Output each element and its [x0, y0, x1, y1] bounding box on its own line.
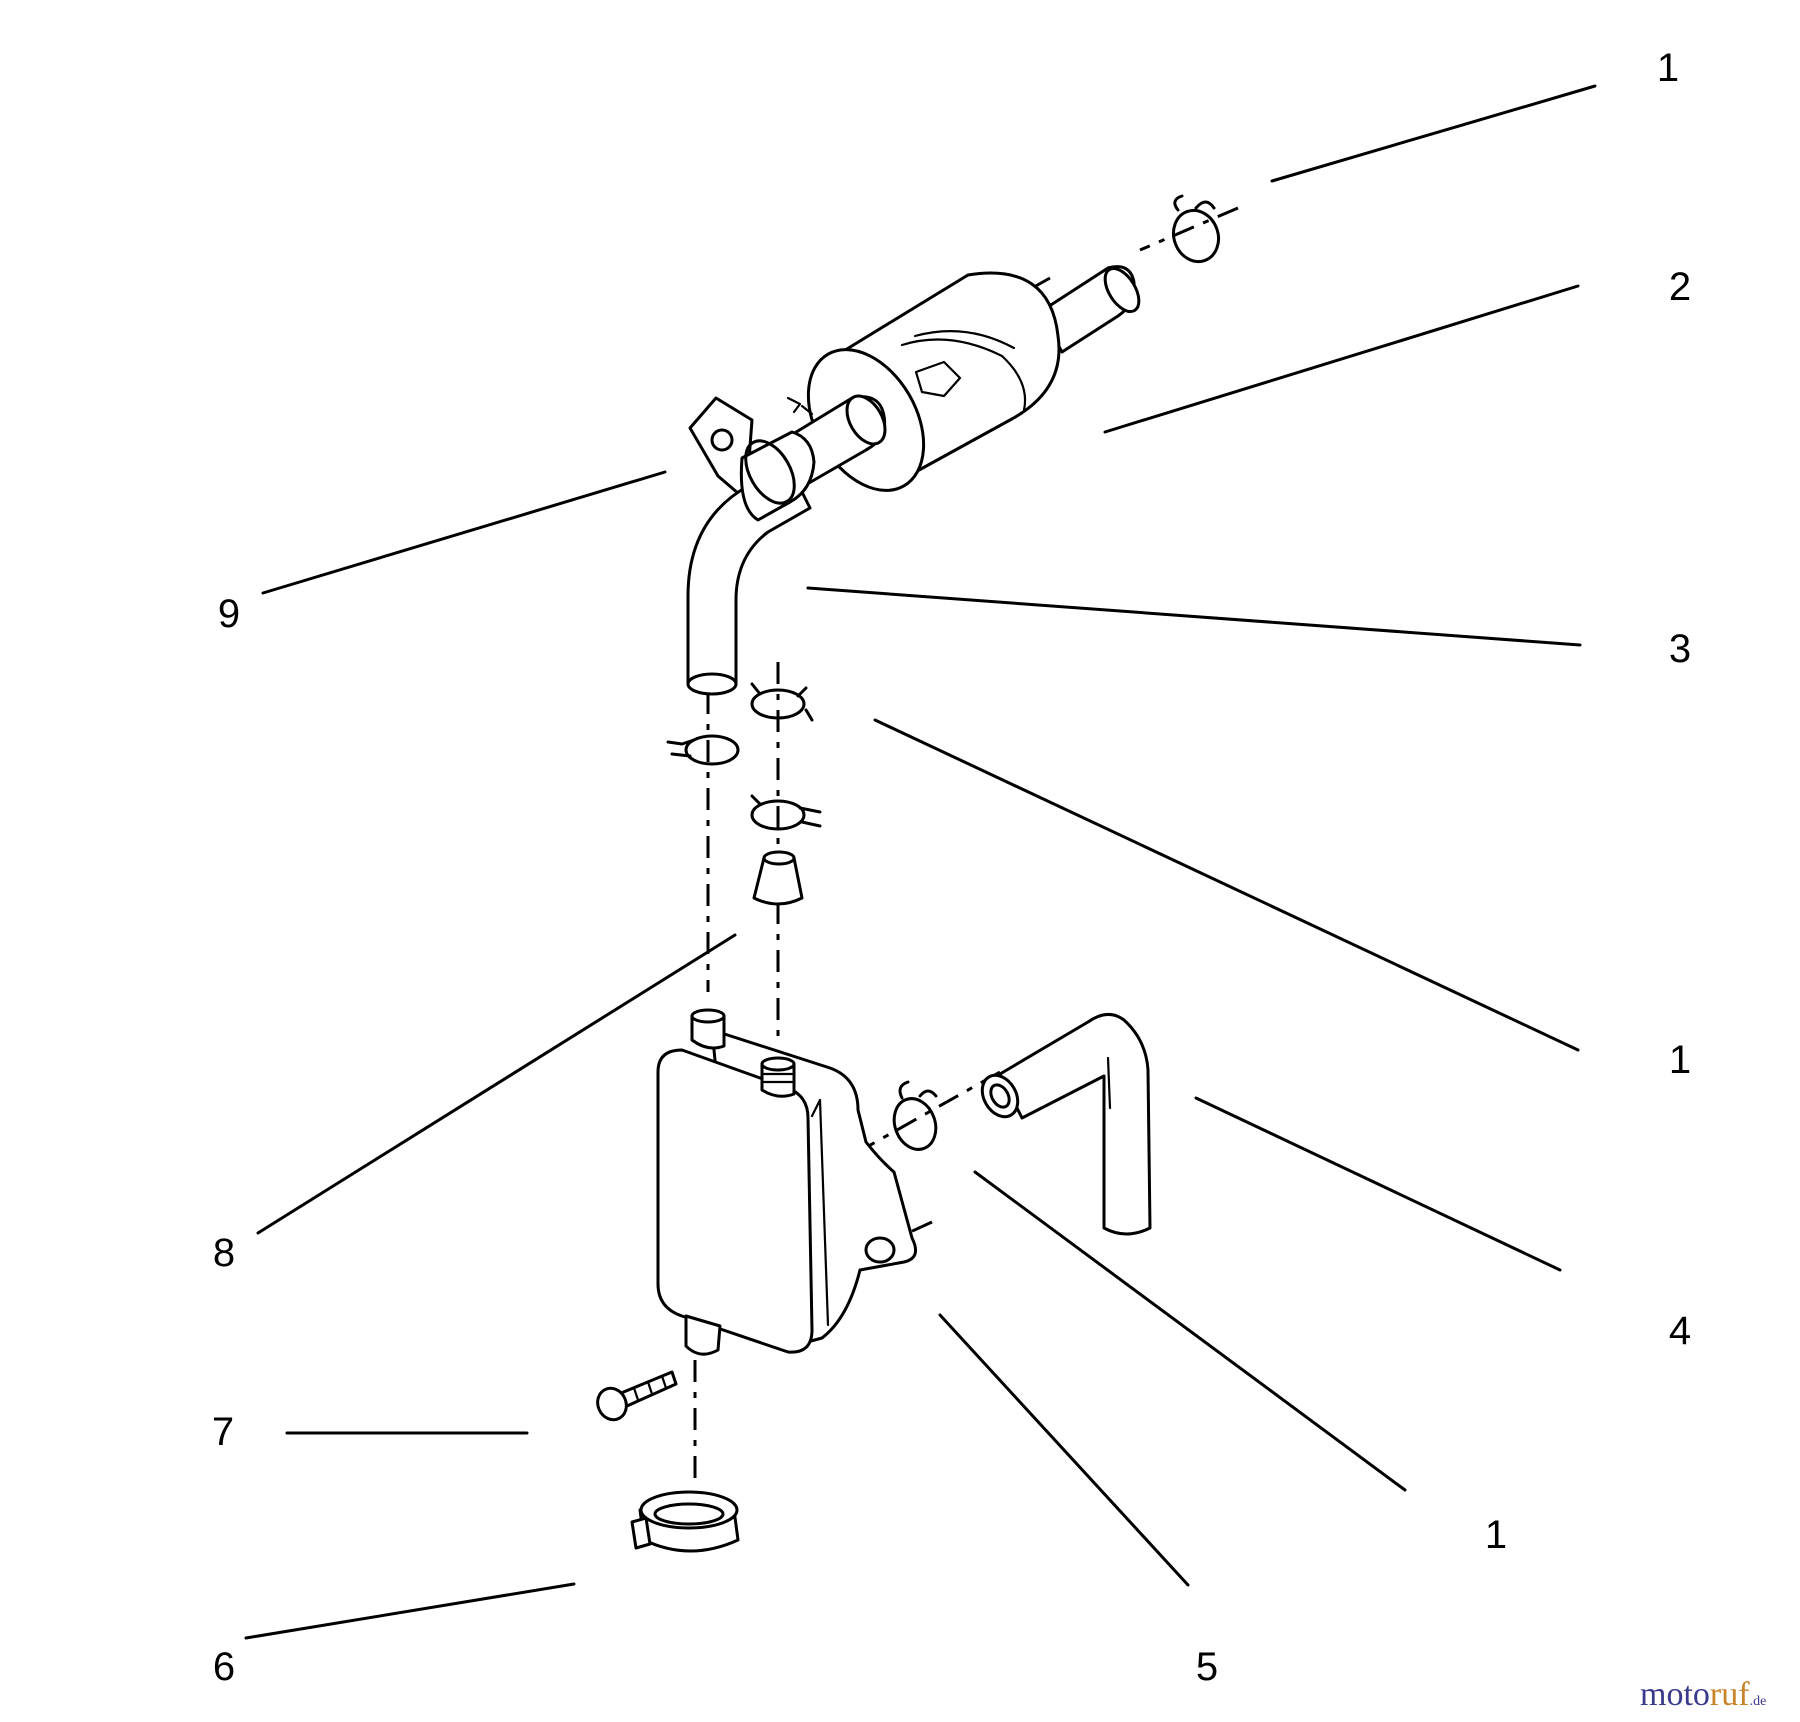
leader-5 — [938, 1313, 1190, 1587]
callout-6: 6 — [213, 1645, 235, 1689]
leader-8 — [256, 933, 737, 1235]
leader-4 — [1194, 1096, 1562, 1272]
mounting-screw — [596, 1370, 678, 1422]
callout-3: 3 — [1669, 627, 1691, 671]
callout-1-middle: 1 — [1669, 1038, 1691, 1082]
callout-7: 7 — [212, 1410, 234, 1454]
leader-9 — [261, 470, 667, 595]
fuel-tank — [656, 1008, 918, 1356]
vent-cap — [752, 850, 804, 906]
watermark: motoruf.de — [1640, 1676, 1766, 1713]
callout-1-top: 1 — [1657, 46, 1679, 90]
leader-1-top — [1270, 84, 1597, 183]
leader-1-bottom — [973, 1170, 1407, 1492]
callout-9: 9 — [218, 592, 240, 636]
return-hose — [980, 1013, 1152, 1236]
fuel-filter — [768, 265, 1141, 496]
leader-lines — [244, 84, 1597, 1640]
leader-6 — [244, 1582, 576, 1640]
callout-2: 2 — [1669, 265, 1691, 309]
leader-1-middle — [873, 718, 1580, 1052]
callout-labels: 1 2 3 9 1 8 4 7 1 6 5 — [212, 46, 1691, 1689]
watermark-part2: ruf — [1710, 1676, 1750, 1713]
watermark-part1: moto — [1640, 1676, 1710, 1713]
bent-fuel-hose — [686, 430, 816, 696]
hose-clamp-tank — [892, 1080, 938, 1151]
watermark-suffix: .de — [1750, 1694, 1767, 1709]
hose-clamps-middle — [666, 682, 822, 831]
callout-8: 8 — [213, 1231, 235, 1275]
mounting-clamp — [630, 1490, 740, 1553]
hose-clamp-top — [1171, 194, 1221, 264]
callout-1-bottom: 1 — [1485, 1513, 1507, 1557]
callout-4: 4 — [1669, 1309, 1691, 1353]
svg-text:motoruf.de: motoruf.de — [1640, 1676, 1766, 1713]
leader-3 — [806, 586, 1582, 647]
leader-2 — [1103, 284, 1580, 434]
callout-5: 5 — [1196, 1645, 1218, 1689]
